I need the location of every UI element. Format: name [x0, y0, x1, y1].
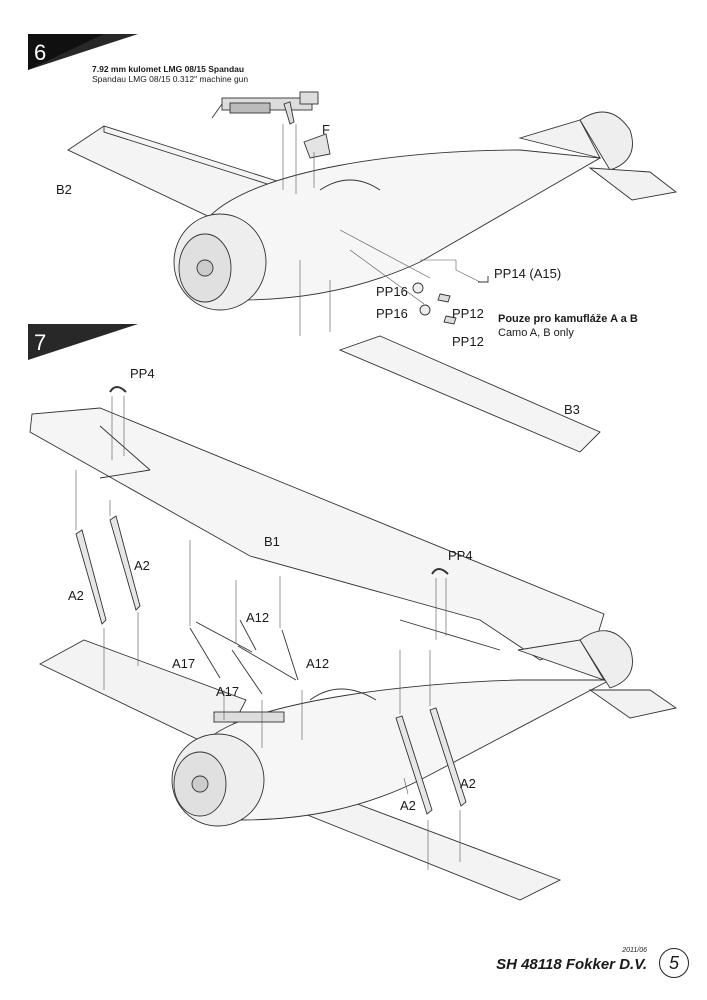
label-pp12-b: PP12: [452, 334, 484, 349]
label-pp16-b: PP16: [376, 306, 408, 321]
caption-line-czech: 7.92 mm kulomet LMG 08/15 Spandau: [92, 64, 245, 74]
label-pp14: PP14 (A15): [494, 266, 562, 281]
camo-note-czech: Pouze pro kamufláže A a B: [498, 313, 638, 325]
caption-line-english: Spandau LMG 08/15 0.312" machine gun: [92, 74, 249, 84]
label-b2: B2: [56, 182, 72, 197]
part-f-illustration: [303, 133, 331, 159]
label-pp4-left: PP4: [130, 366, 155, 381]
label-a2-2: A2: [68, 588, 84, 603]
camo-note-english: Camo A, B only: [498, 327, 574, 339]
page-number: 5: [659, 948, 689, 978]
label-a17-2: A17: [216, 684, 240, 699]
lower-wing-b3: [338, 335, 601, 453]
label-b3: B3: [564, 402, 580, 417]
fuselage-step6: [173, 149, 602, 311]
label-b1: B1: [264, 534, 280, 549]
label-pp12-a: PP12: [452, 306, 484, 321]
tail-step6: [518, 111, 678, 201]
label-a12-2: A12: [306, 656, 330, 671]
label-f: F: [322, 122, 330, 137]
label-a2-1: A2: [134, 558, 150, 573]
tail-step7: [517, 630, 678, 719]
label-pp4-right: PP4: [448, 548, 473, 563]
label-a12-1: A12: [246, 610, 270, 625]
label-pp16-a: PP16: [376, 284, 408, 299]
label-a17-1: A17: [172, 656, 196, 671]
step-6-number: 6: [34, 40, 47, 65]
step-7-badge: 7: [28, 324, 138, 364]
machine-gun-illustration: [211, 91, 319, 125]
step-6-badge: 6: [28, 34, 138, 74]
machine-gun-caption: 7.92 mm kulomet LMG 08/15 Spandau Spanda…: [92, 64, 248, 84]
footer-title: SH 48118 Fokker D.V.: [496, 956, 647, 973]
footer-date: 2011/06: [622, 947, 647, 954]
label-a2-3: A2: [460, 776, 476, 791]
step-7-number: 7: [34, 330, 47, 355]
label-a2-4: A2: [400, 798, 416, 813]
camo-note: Pouze pro kamufláže A a B Camo A, B only: [498, 312, 638, 340]
